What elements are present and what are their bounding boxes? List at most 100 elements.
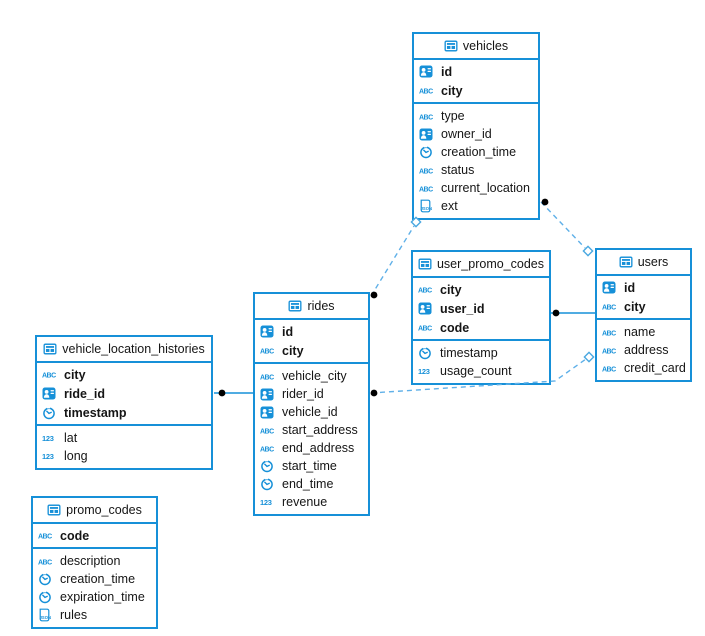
text-type-icon: ABC	[419, 184, 437, 193]
field-row-user_id[interactable]: user_id	[413, 299, 549, 318]
cardinality-dot	[541, 198, 549, 206]
field-name: start_address	[282, 423, 358, 437]
text-type-icon: ABC	[419, 86, 437, 96]
table-icon	[43, 343, 57, 355]
field-row-end_time[interactable]: end_time	[255, 475, 368, 493]
text-type-icon: ABC	[602, 346, 620, 355]
svg-text:ABC: ABC	[419, 168, 433, 175]
field-name: address	[624, 343, 669, 357]
field-row-city[interactable]: ABC city	[413, 280, 549, 299]
field-row-type[interactable]: ABC type	[414, 107, 538, 125]
num-type-icon: 123	[42, 451, 60, 461]
svg-text:JSON: JSON	[40, 615, 51, 620]
connector-vehicles-users[interactable]	[540, 198, 594, 257]
field-row-vehicle_id[interactable]: vehicle_id	[255, 403, 368, 421]
uuid-type-icon	[260, 406, 278, 419]
field-name: user_id	[440, 301, 485, 316]
table-name: user_promo_codes	[436, 257, 544, 271]
field-row-ride_id[interactable]: ride_id	[37, 384, 211, 403]
connector-user_promo_codes-users[interactable]	[551, 309, 595, 317]
field-name: id	[624, 280, 636, 295]
field-row-id[interactable]: id	[597, 278, 690, 297]
field-name: city	[440, 282, 462, 297]
field-row-rider_id[interactable]: rider_id	[255, 385, 368, 403]
uuid-type-icon	[419, 65, 437, 78]
svg-text:123: 123	[42, 434, 54, 443]
field-name: start_time	[282, 459, 337, 473]
field-name: description	[60, 554, 121, 568]
text-type-icon: ABC	[260, 346, 278, 356]
field-row-timestamp[interactable]: timestamp	[37, 403, 211, 422]
field-name: vehicle_city	[282, 369, 347, 383]
field-name: id	[441, 64, 453, 79]
field-row-timestamp[interactable]: timestamp	[413, 344, 549, 362]
field-name: timestamp	[440, 346, 498, 360]
svg-text:ABC: ABC	[419, 186, 433, 193]
text-type-icon: ABC	[260, 372, 278, 381]
svg-text:ABC: ABC	[419, 114, 433, 121]
table-header[interactable]: rides	[255, 294, 368, 320]
field-row-owner_id[interactable]: owner_id	[414, 125, 538, 143]
field-row-city[interactable]: ABC city	[255, 341, 368, 360]
connector-vehicle_location_histories-rides[interactable]	[214, 389, 253, 397]
svg-text:ABC: ABC	[260, 349, 274, 356]
table-header[interactable]: vehicle_location_histories	[37, 337, 211, 363]
field-name: creation_time	[441, 145, 517, 159]
table-header[interactable]: users	[597, 250, 690, 276]
field-row-creation_time[interactable]: creation_time	[33, 570, 156, 588]
table-header[interactable]: promo_codes	[33, 498, 156, 524]
field-row-address[interactable]: ABC address	[597, 341, 690, 359]
field-name: city	[64, 367, 86, 382]
svg-text:ABC: ABC	[38, 559, 52, 566]
time-type-icon	[42, 405, 60, 420]
table-header[interactable]: vehicles	[414, 34, 538, 60]
svg-text:ABC: ABC	[602, 305, 616, 312]
field-name: city	[282, 343, 304, 358]
field-row-creation_time[interactable]: creation_time	[414, 143, 538, 161]
field-row-id[interactable]: id	[255, 322, 368, 341]
time-type-icon	[419, 145, 437, 159]
field-name: owner_id	[441, 127, 492, 141]
field-row-description[interactable]: ABC description	[33, 552, 156, 570]
text-type-icon: ABC	[602, 328, 620, 337]
field-name: type	[441, 109, 465, 123]
field-row-expiration_time[interactable]: expiration_time	[33, 588, 156, 606]
field-row-vehicle_city[interactable]: ABC vehicle_city	[255, 367, 368, 385]
field-row-start_time[interactable]: start_time	[255, 457, 368, 475]
table-name: users	[637, 255, 669, 269]
uuid-type-icon	[419, 128, 437, 141]
cardinality-diamond	[583, 351, 595, 363]
field-name: code	[60, 528, 90, 543]
svg-text:ABC: ABC	[418, 288, 432, 295]
table-header[interactable]: user_promo_codes	[413, 252, 549, 278]
field-row-id[interactable]: id	[414, 62, 538, 81]
